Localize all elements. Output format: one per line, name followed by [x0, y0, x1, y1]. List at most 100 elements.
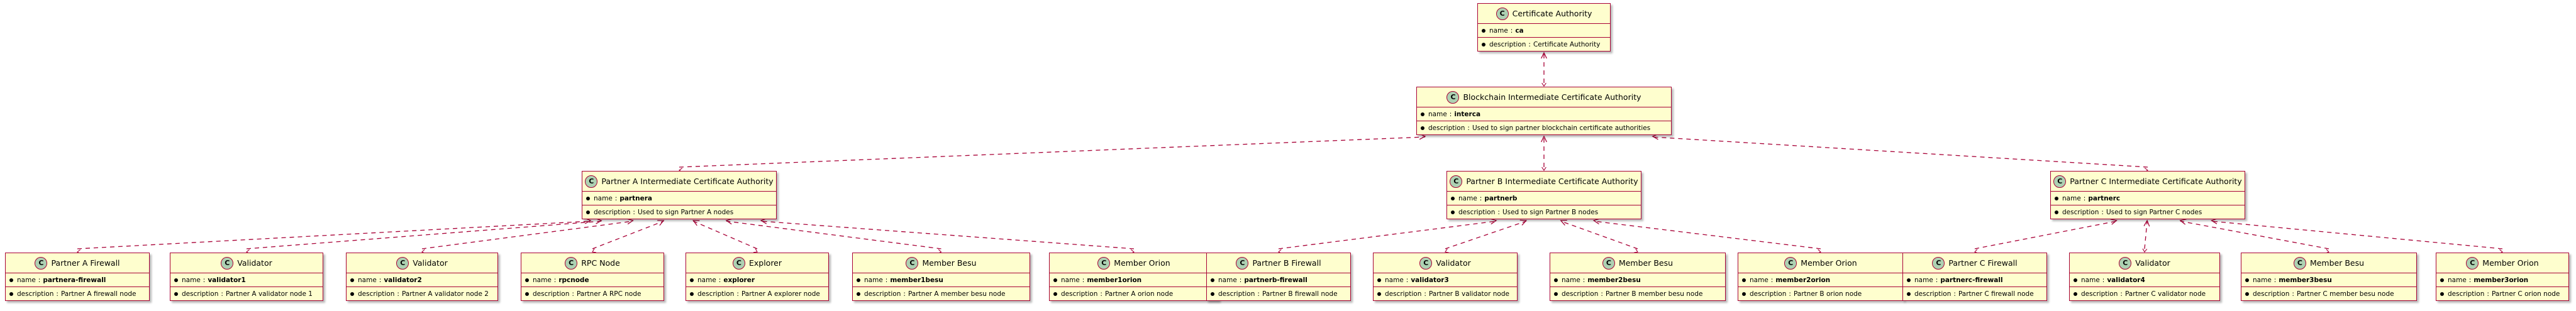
attribute-key: description	[1562, 290, 1599, 298]
attribute-separator: :	[1239, 276, 1242, 284]
class-circle-icon: C	[1450, 175, 1463, 188]
attribute-value: Used to sign Partner A nodes	[637, 208, 734, 216]
dependency-edge	[679, 133, 1426, 173]
attribute-separator: :	[1601, 290, 1603, 298]
dependency-edge	[692, 220, 758, 253]
visibility-dot-icon	[1907, 292, 1911, 296]
visibility-dot-icon	[174, 292, 178, 296]
dependency-edge	[592, 220, 665, 253]
attribute-separator: :	[2102, 276, 2105, 284]
attribute-key: name	[17, 276, 36, 284]
class-circle-icon: C	[1419, 256, 1433, 270]
attribute-row-name: name:member2orion	[1738, 273, 1903, 287]
class-circle-icon: C	[565, 256, 578, 270]
visibility-dot-icon	[525, 292, 529, 296]
attribute-key: name	[1489, 26, 1508, 35]
visibility-dot-icon	[1211, 278, 1214, 282]
attribute-row-name: name:partnera	[582, 192, 776, 205]
class-title: Member Besu	[1618, 258, 1674, 268]
class-title: Validator	[1436, 258, 1471, 268]
attribute-key: name	[1914, 276, 1933, 284]
visibility-dot-icon	[2440, 292, 2444, 296]
class-title: Member Besu	[922, 258, 977, 268]
visibility-dot-icon	[9, 292, 13, 296]
attribute-row-description: description:Partner B member besu node	[1550, 287, 1725, 300]
dependency-edge	[77, 217, 592, 254]
edge-tail-icon	[2142, 248, 2148, 253]
class-title: Member Besu	[2309, 258, 2365, 268]
attribute-key: name	[1385, 276, 1404, 284]
attribute-row-description: description:Partner A orion node	[1050, 287, 1218, 300]
attribute-separator: :	[38, 276, 41, 284]
attribute-key: name	[1218, 276, 1237, 284]
attribute-value: member2orion	[1775, 276, 1831, 284]
attribute-row-name: name:partnerb-firewall	[1207, 273, 1350, 287]
attribute-row-name: name:member2besu	[1550, 273, 1725, 287]
class-title: Partner B Intermediate Certificate Autho…	[1466, 177, 1638, 186]
attribute-row-description: description:Partner C member besu node	[2241, 287, 2416, 300]
class-circle-icon: C	[1784, 256, 1797, 270]
attribute-value: member3orion	[2473, 276, 2529, 284]
attribute-separator: :	[553, 276, 557, 284]
attribute-key: description	[1428, 124, 1465, 132]
attribute-key: name	[1061, 276, 1080, 284]
attribute-separator: :	[56, 290, 58, 298]
attribute-key: description	[1458, 208, 1496, 216]
attribute-row-name: name:interca	[1417, 107, 1671, 121]
attribute-row-description: description:Partner A validator node 1	[170, 287, 323, 300]
attribute-separator: :	[2292, 290, 2294, 298]
arrowhead-icon	[725, 218, 733, 225]
visibility-dot-icon	[350, 292, 354, 296]
class-circle-icon: C	[1097, 256, 1111, 270]
class-title: Blockchain Intermediate Certificate Auth…	[1463, 92, 1641, 102]
arrowhead-icon	[2143, 219, 2150, 227]
class-circle-icon: C	[2293, 256, 2306, 270]
attribute-separator: :	[2468, 276, 2472, 284]
attribute-separator: :	[2487, 290, 2489, 298]
visibility-dot-icon	[586, 196, 590, 200]
attribute-key: description	[2448, 290, 2485, 298]
class-title: Partner C Firewall	[1948, 258, 2018, 268]
attribute-row-description: description:Partner B firewall node	[1207, 287, 1350, 300]
dependency-edge	[1541, 52, 1547, 87]
attribute-value: Partner A validator node 1	[225, 290, 313, 298]
edge-tail-icon	[1445, 248, 1449, 253]
visibility-dot-icon	[2074, 292, 2077, 296]
dependency-edge	[1974, 219, 2118, 254]
attribute-row-description: description:Certificate Authority	[1478, 38, 1610, 51]
arrowhead-icon	[1541, 135, 1547, 143]
arrowhead-icon	[692, 220, 700, 226]
arrowhead-icon	[1519, 219, 1528, 226]
dependency-edge	[421, 218, 634, 254]
class-title: RPC Node	[581, 258, 620, 268]
attribute-separator: :	[221, 290, 223, 298]
class-circle-icon: C	[1496, 7, 1509, 20]
visibility-dot-icon	[1421, 112, 1424, 116]
attribute-key: name	[594, 194, 613, 202]
visibility-dot-icon	[1211, 292, 1214, 296]
attribute-key: description	[594, 208, 631, 216]
attribute-value: member2besu	[1587, 276, 1641, 284]
attribute-value: explorer	[723, 276, 755, 284]
attribute-row-description: description:Used to sign Partner A nodes	[582, 205, 776, 219]
attribute-separator: :	[1770, 276, 1774, 284]
attribute-key: description	[1489, 40, 1526, 48]
attribute-key: description	[358, 290, 395, 298]
attribute-separator: :	[1510, 26, 1513, 35]
